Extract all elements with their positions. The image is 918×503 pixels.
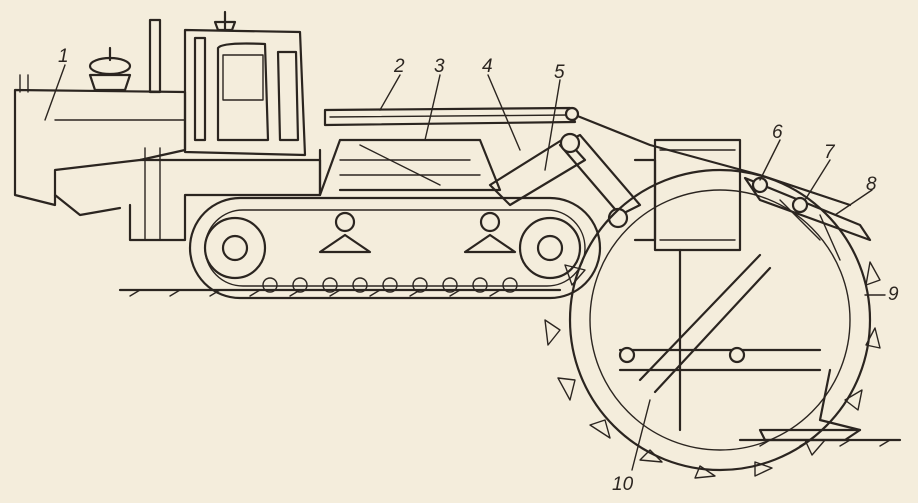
callout-labels: 1 2 3 4 5 6 7 8 9 10	[58, 46, 899, 495]
callout-9: 9	[888, 284, 899, 305]
hydraulic-cylinders	[488, 132, 642, 229]
callout-7: 7	[824, 142, 836, 163]
chassis-frame	[128, 138, 502, 242]
callout-1: 1	[58, 46, 69, 67]
callout-8: 8	[866, 174, 877, 195]
callout-3: 3	[434, 56, 445, 77]
ground-left	[118, 288, 562, 297]
callout-10: 10	[612, 474, 634, 495]
rear-support	[758, 368, 862, 442]
callout-2: 2	[393, 56, 405, 77]
leader-lines	[44, 64, 886, 471]
operator-cab	[183, 10, 307, 157]
callout-5: 5	[554, 62, 565, 83]
boom-arm	[323, 106, 852, 207]
conveyor	[743, 176, 872, 261]
bucket-wheel	[544, 168, 881, 479]
crawler-track	[188, 196, 602, 300]
callout-6: 6	[772, 122, 783, 143]
callout-4: 4	[482, 56, 493, 77]
drive-housing	[633, 138, 742, 252]
